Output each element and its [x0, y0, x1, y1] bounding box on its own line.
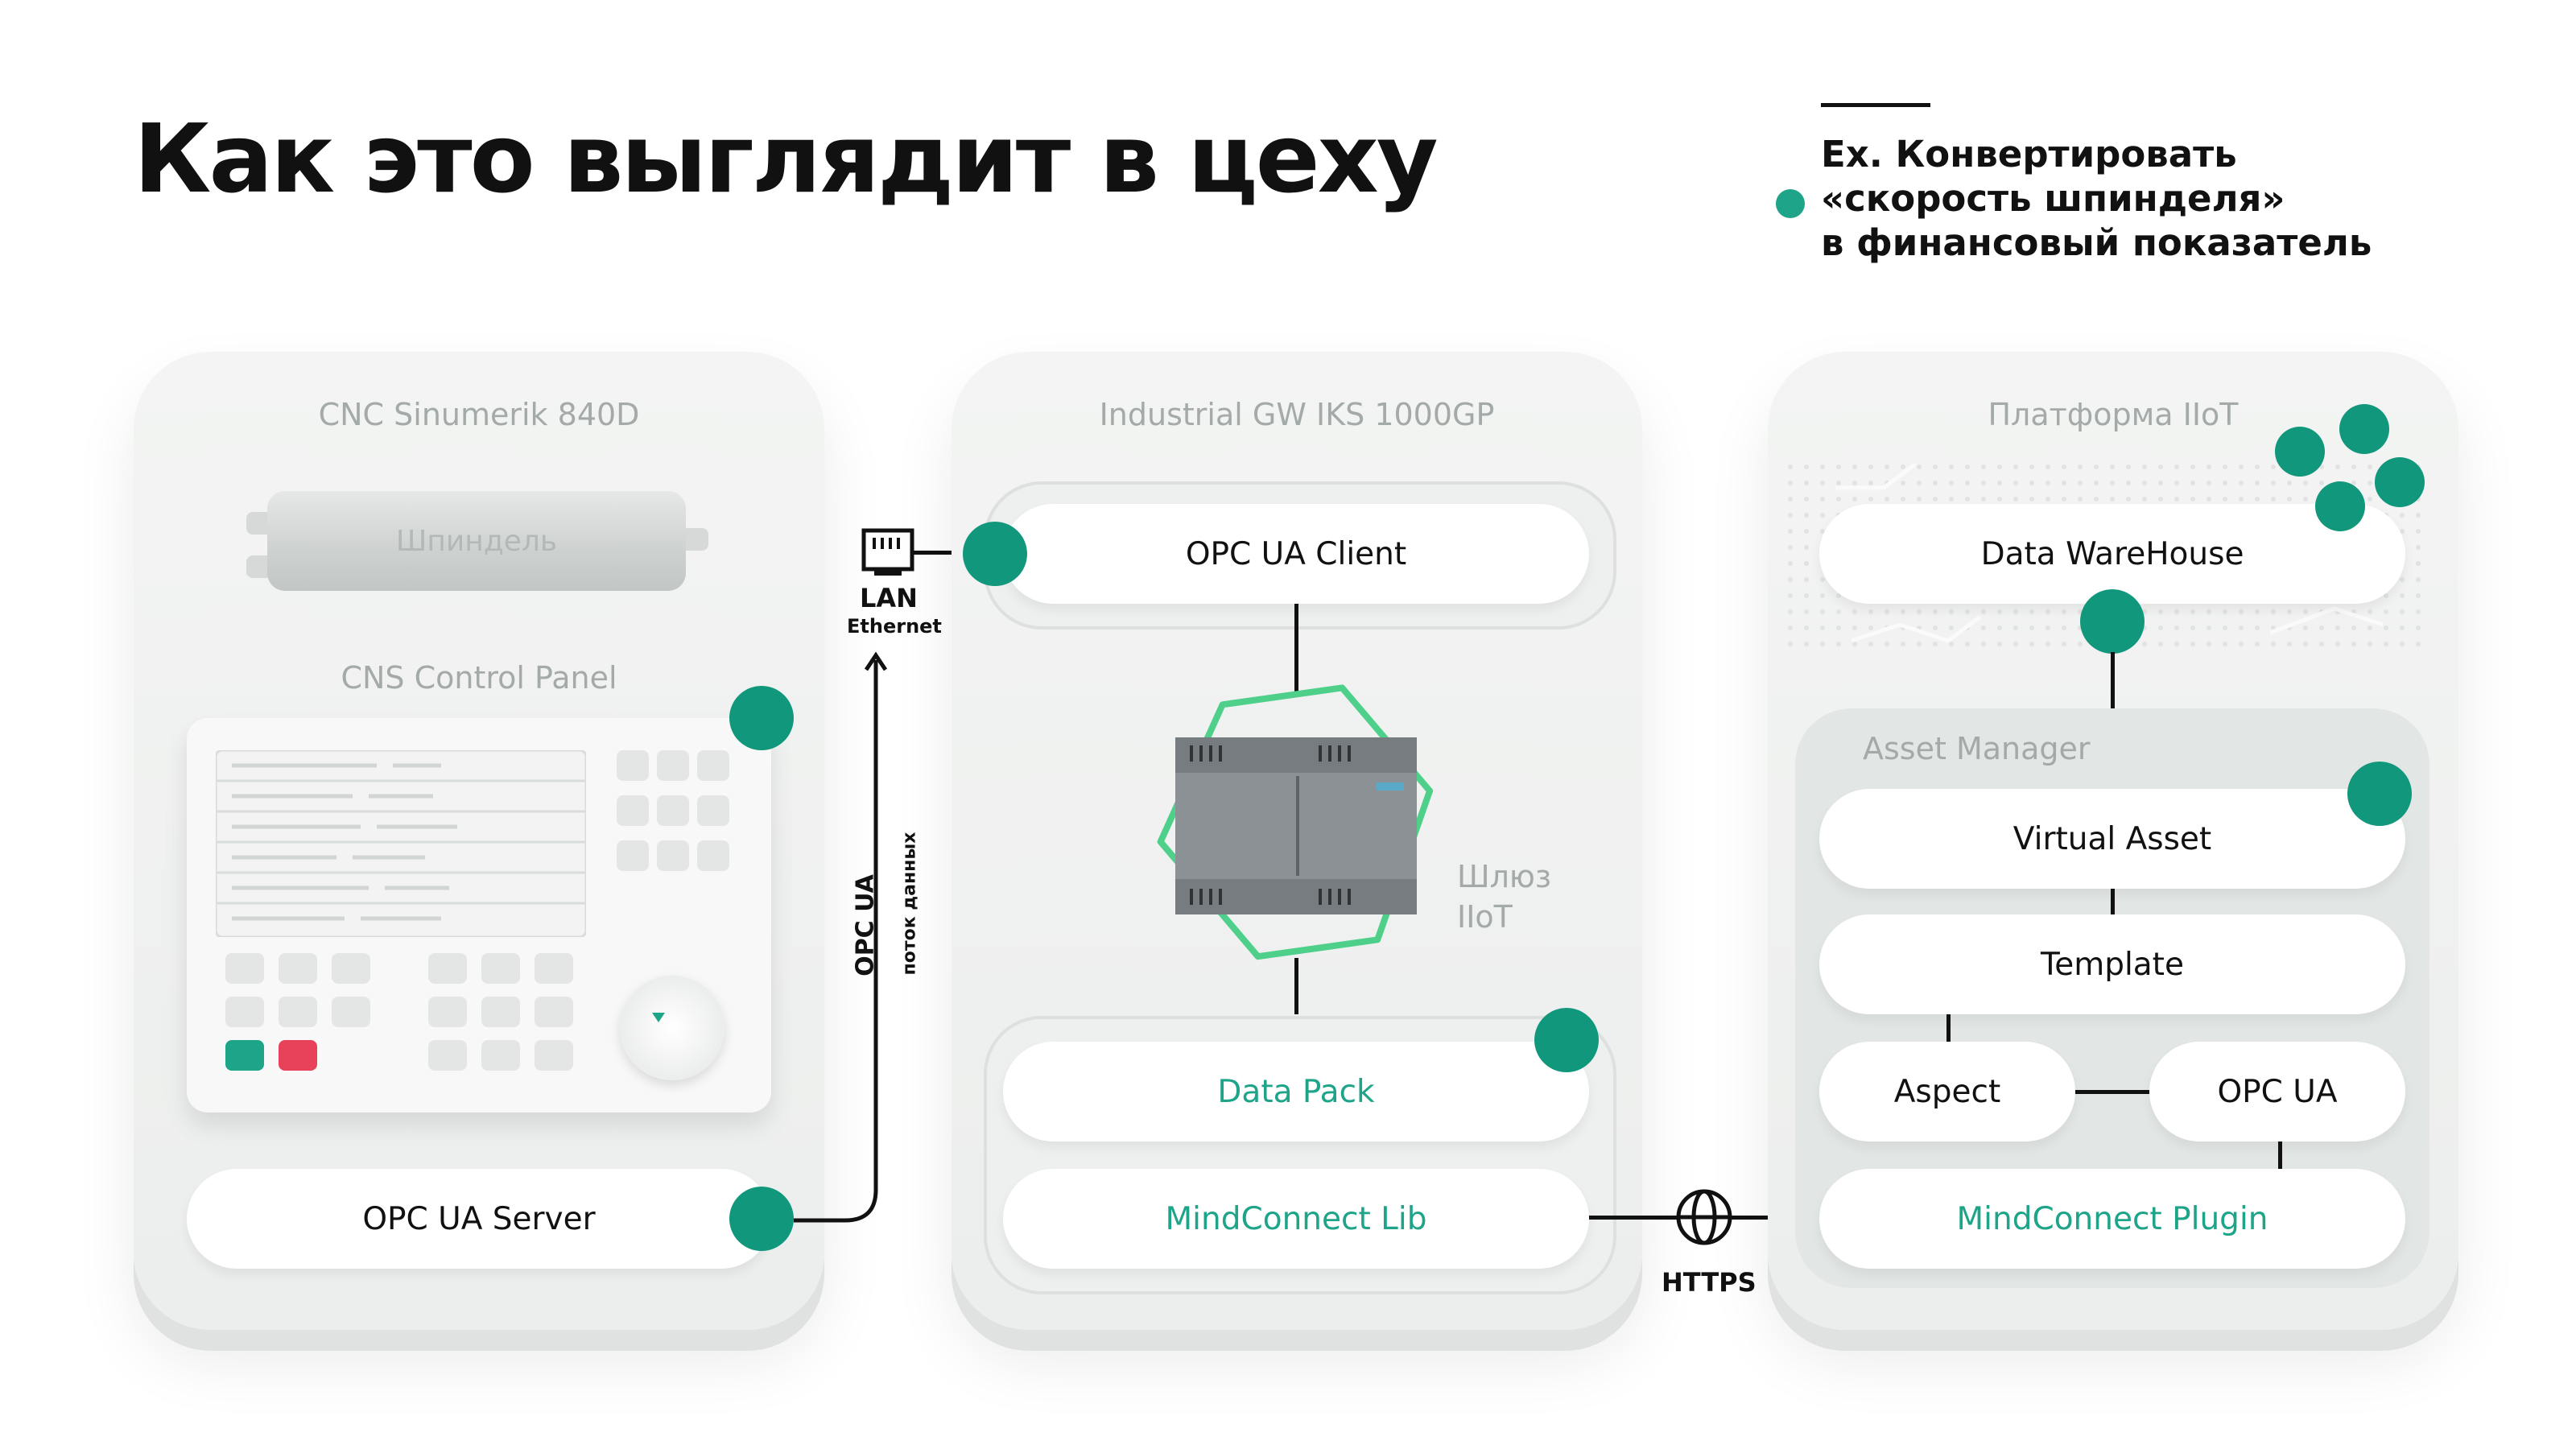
device-to-datapack-line	[1294, 958, 1298, 1014]
panel-key	[697, 795, 729, 826]
https-label: HTTPS	[1662, 1267, 1757, 1298]
lan-label: LAN	[860, 583, 918, 613]
panel-key	[535, 1040, 573, 1071]
dial-marker-icon	[652, 1013, 665, 1022]
lan-connector	[794, 651, 888, 1223]
gateway-header: Industrial GW IKS 1000GP	[1099, 397, 1495, 432]
panel-key	[697, 840, 729, 871]
opcua-to-plugin-line	[2278, 1141, 2282, 1169]
data-warehouse: Data WareHouse	[1819, 504, 2405, 604]
panel-key	[428, 997, 467, 1027]
aspect: Aspect	[1819, 1042, 2075, 1141]
gateway-device-label-1: Шлюз	[1457, 859, 1552, 894]
note-line-2: «скорость шпинделя»	[1821, 177, 2285, 220]
ethernet-port-icon	[861, 528, 914, 576]
cnc-header: CNC Sinumerik 840D	[318, 397, 640, 432]
gateway-device-label-2: IIoT	[1457, 899, 1513, 935]
panel-key	[481, 953, 520, 984]
client-to-device-line	[1294, 604, 1298, 694]
panel-key	[535, 997, 573, 1027]
platform-header: Платформа IIoT	[1988, 397, 2239, 432]
panel-key	[481, 997, 520, 1027]
panel-key	[428, 1040, 467, 1071]
opcua-link-label: OPC UA	[851, 874, 880, 976]
panel-key	[617, 750, 649, 781]
panel-red-key	[279, 1040, 317, 1071]
data-warehouse-dot	[2080, 589, 2145, 654]
note-text: Ex. Конвертировать «скорость шпинделя» в…	[1821, 132, 2372, 265]
mindconnect-plugin: MindConnect Plugin	[1819, 1169, 2405, 1269]
opc-ua-server: OPC UA Server	[187, 1169, 771, 1269]
opc-ua-client-dot	[963, 522, 1027, 586]
globe-icon	[1676, 1189, 1732, 1245]
panel-green-key	[225, 1040, 264, 1071]
panel-key	[279, 997, 317, 1027]
panel-key	[225, 997, 264, 1027]
panel-key	[657, 795, 689, 826]
data-pack-dot	[1534, 1008, 1599, 1072]
panel-key	[332, 997, 370, 1027]
panel-dial	[620, 976, 724, 1080]
note-rule	[1821, 103, 1930, 107]
panel-key	[428, 953, 467, 984]
data-flow-label: поток данных	[899, 832, 920, 976]
data-pack: Data Pack	[1003, 1042, 1589, 1141]
panel-key	[617, 840, 649, 871]
panel-key	[279, 953, 317, 984]
template: Template	[1819, 914, 2405, 1014]
opc-ua-client: OPC UA Client	[1003, 504, 1589, 604]
platform-cluster-dot	[2339, 404, 2389, 454]
panel-key	[535, 953, 573, 984]
opc-ua-node: OPC UA	[2149, 1042, 2405, 1141]
template-to-aspect-line	[1946, 1014, 1951, 1042]
mindconnect-lib: MindConnect Lib	[1003, 1169, 1589, 1269]
asset-manager-label: Asset Manager	[1863, 731, 2091, 766]
ethernet-label: Ethernet	[847, 615, 942, 638]
panel-key	[697, 750, 729, 781]
control-panel-dot	[729, 686, 794, 750]
panel-key	[332, 953, 370, 984]
panel-key	[657, 840, 689, 871]
control-panel-image	[187, 718, 771, 1113]
platform-cluster-dot	[2375, 457, 2425, 507]
virtual-asset: Virtual Asset	[1819, 789, 2405, 889]
panel-screen	[216, 750, 586, 937]
gateway-device-label: Шлюз IIoT	[1457, 857, 1551, 937]
virtual-to-template-line	[2111, 889, 2115, 914]
note-bullet-dot	[1776, 189, 1805, 218]
spindle-label: Шпиндель	[395, 524, 558, 558]
virtual-asset-dot	[2347, 762, 2412, 826]
lan-link-line	[913, 551, 985, 555]
panel-key	[657, 750, 689, 781]
opc-ua-server-dot	[729, 1187, 794, 1251]
page-title: Как это выглядит в цеху	[134, 103, 1439, 214]
platform-cluster-dot	[2275, 427, 2325, 477]
spindle-image: Шпиндель	[267, 491, 686, 591]
panel-key	[617, 795, 649, 826]
aspect-to-opcua-line	[2075, 1090, 2149, 1094]
panel-key	[225, 953, 264, 984]
panel-key	[481, 1040, 520, 1071]
gateway-device-image	[1157, 684, 1434, 960]
note-line-1: Ex. Конвертировать	[1821, 133, 2237, 175]
note-line-3: в финансовый показатель	[1821, 221, 2372, 264]
platform-cluster-dot	[2315, 481, 2365, 531]
control-panel-label: CNS Control Panel	[341, 660, 617, 696]
